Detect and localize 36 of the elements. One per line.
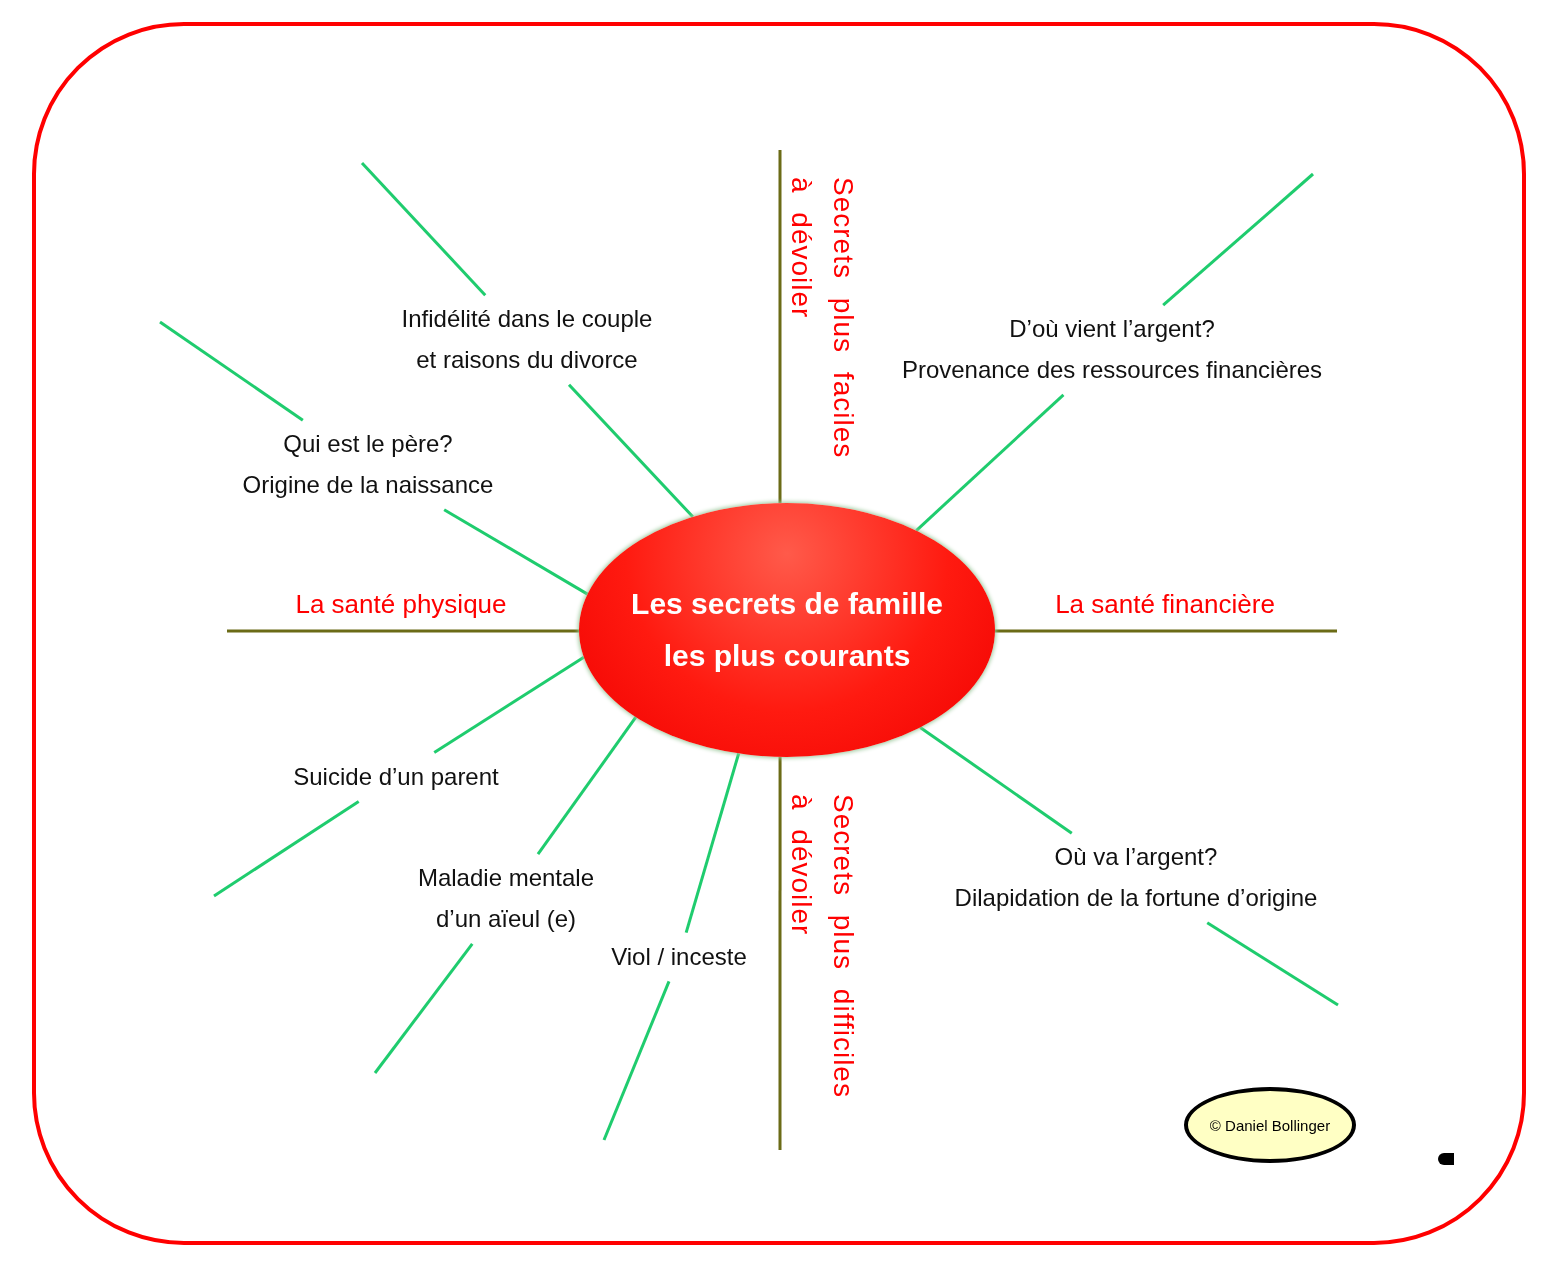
quadrant-label: Secrets plus difficiles à dévoiler: [785, 794, 860, 1100]
connector-line: [227, 629, 579, 633]
spoke-label: Infidélité dans le couple: [401, 304, 653, 335]
center-title: Les secrets de famille les plus courants: [630, 585, 944, 674]
connector-line: [778, 150, 782, 504]
connector-line: [213, 800, 360, 898]
connector-line: [433, 655, 585, 754]
connector-line: [1162, 172, 1314, 307]
connector-line: [919, 726, 1073, 835]
connector-line: [443, 508, 589, 596]
connector-line: [536, 716, 638, 856]
spoke-label: d’un aïeul (e): [435, 904, 577, 934]
spoke-label: Viol / inceste: [611, 941, 747, 972]
spoke-label: Provenance des ressources financières: [901, 355, 1323, 385]
connector-line: [567, 383, 694, 518]
spoke-label: Origine de la naissance: [242, 470, 494, 500]
spoke-label: Dilapidation de la fortune d’origine: [954, 883, 1318, 913]
connector-line: [159, 320, 304, 422]
spoke-label: et raisons du divorce: [416, 345, 638, 375]
spoke-label: Suicide d’un parent: [293, 761, 499, 792]
spoke-label: D’où vient l’argent?: [1009, 314, 1215, 345]
edge-label: La santé financière: [1055, 588, 1275, 620]
spoke-label: Où va l’argent?: [1054, 842, 1218, 873]
spoke-label: Qui est le père?: [283, 429, 453, 460]
spoke-label: Maladie mentale: [417, 863, 595, 894]
quadrant-label: Secrets plus faciles à dévoiler: [785, 177, 860, 461]
copyright-badge: © Daniel Bollinger: [1184, 1087, 1356, 1163]
edge-label: La santé physique: [295, 588, 507, 620]
connector-line: [602, 980, 671, 1141]
connector-line: [778, 756, 782, 1150]
connector-line: [373, 942, 474, 1074]
connector-line: [915, 393, 1065, 532]
connector-line: [995, 629, 1337, 633]
connector-line: [1206, 921, 1339, 1007]
connector-line: [360, 161, 487, 297]
connector-line: [684, 753, 741, 934]
